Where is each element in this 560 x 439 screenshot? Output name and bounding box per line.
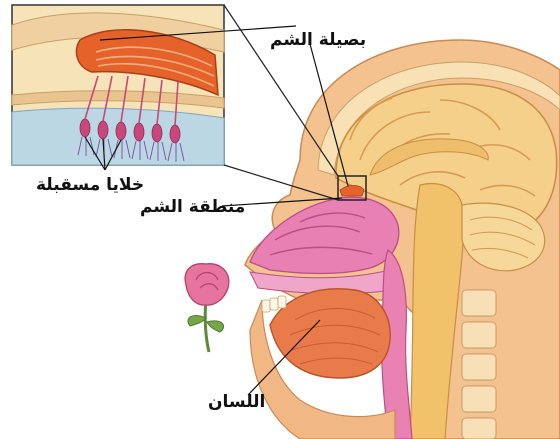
- inset-detail: [12, 5, 224, 165]
- rose-stem: [205, 300, 209, 352]
- rose-leaf-left: [188, 316, 206, 326]
- head-profile: [245, 40, 560, 439]
- rose-leaf-right: [207, 321, 224, 332]
- label-olfactory-region: منطقة الشم: [140, 197, 245, 217]
- nasal-cavity: [250, 197, 399, 273]
- rose-icon: [185, 264, 229, 352]
- label-tongue: اللسان: [208, 392, 265, 412]
- label-olfactory-bulb: بصيلة الشم: [270, 30, 366, 50]
- tongue: [270, 289, 390, 378]
- label-receptor-cells: خلايا مسقبلة: [36, 175, 144, 195]
